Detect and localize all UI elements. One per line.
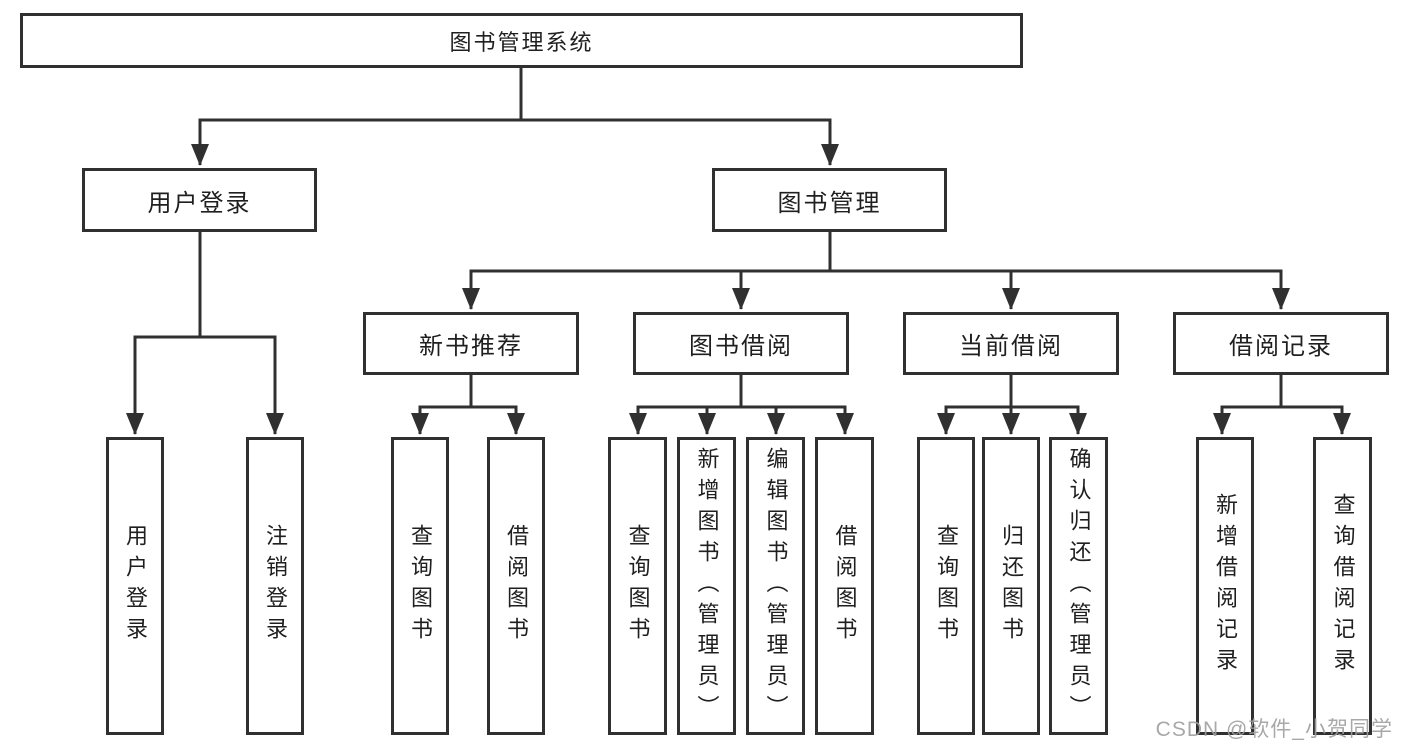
node-borrow-records: 借阅记录 bbox=[1173, 312, 1389, 375]
connector-group-book-management bbox=[462, 230, 1290, 310]
leaf-borrow-books-recommend: 借阅图书 bbox=[487, 437, 545, 735]
node-book-management: 图书管理 bbox=[712, 168, 947, 232]
node-user-login: 用户登录 bbox=[82, 168, 317, 232]
leaf-logout: 注销登录 bbox=[246, 437, 304, 735]
connector-group-new-books bbox=[411, 373, 525, 435]
csdn-watermark: CSDN @软件_小贺同学 bbox=[1155, 718, 1393, 741]
leaf-query-books-recommend: 查询图书 bbox=[391, 437, 449, 735]
leaf-borrow-books: 借阅图书 bbox=[815, 437, 874, 735]
leaf-query-borrow-record: 查询借阅记录 bbox=[1313, 437, 1372, 735]
leaf-add-books-admin: 新增图书（管理员） bbox=[677, 437, 736, 735]
leaf-confirm-return-admin: 确认归还（管理员） bbox=[1049, 437, 1108, 735]
leaf-return-books: 归还图书 bbox=[982, 437, 1040, 735]
node-book-borrow: 图书借阅 bbox=[633, 312, 849, 375]
node-current-borrow: 当前借阅 bbox=[903, 312, 1119, 375]
connector-group-book-borrow bbox=[629, 373, 854, 435]
connector-group-borrow-records bbox=[1213, 373, 1351, 435]
node-new-book-recommend: 新书推荐 bbox=[363, 312, 579, 375]
leaf-add-borrow-record: 新增借阅记录 bbox=[1196, 437, 1254, 735]
leaf-user-login: 用户登录 bbox=[106, 437, 164, 735]
connector-group-root bbox=[191, 66, 839, 166]
connector-group-current-borrow bbox=[937, 373, 1087, 435]
leaf-query-books-current: 查询图书 bbox=[917, 437, 975, 735]
leaf-query-books-borrow: 查询图书 bbox=[608, 437, 667, 735]
connector-group-user-login bbox=[126, 230, 284, 435]
leaf-edit-books-admin: 编辑图书（管理员） bbox=[746, 437, 805, 735]
node-root-system: 图书管理系统 bbox=[20, 13, 1023, 68]
